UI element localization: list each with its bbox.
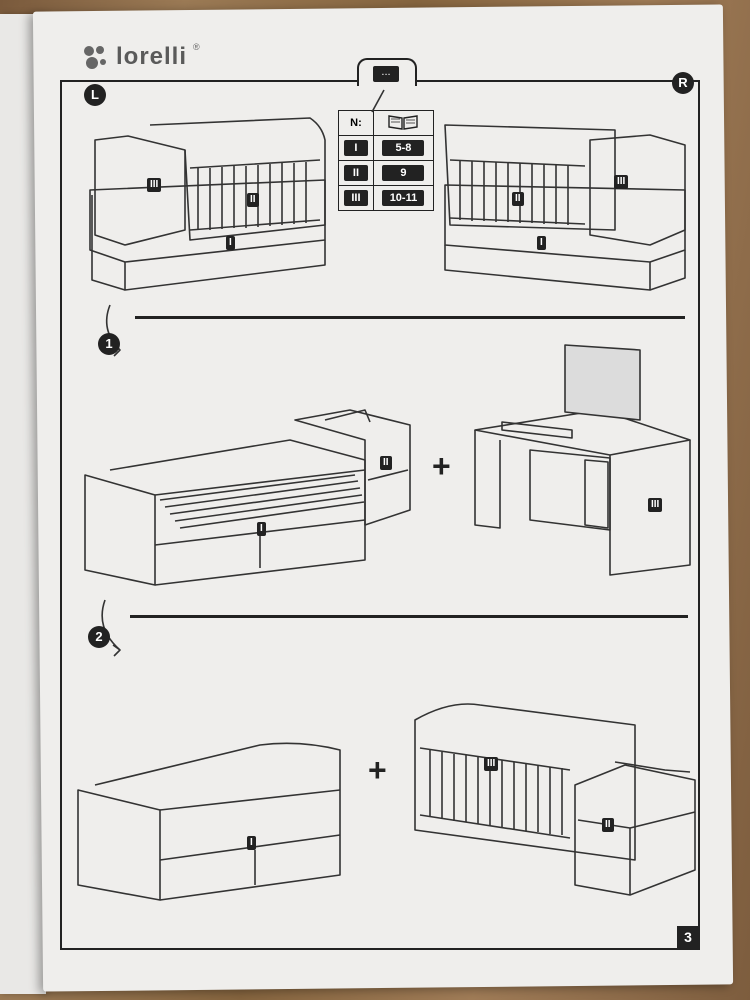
parts-table: N: I 5-8 II 9 III 10-11	[338, 110, 435, 211]
step2-divider	[130, 615, 688, 618]
side-left-badge: L	[84, 84, 106, 106]
step2-badge: 2	[88, 626, 110, 648]
part-label: II	[247, 193, 259, 207]
brand-logo: lorelli ®	[80, 42, 200, 72]
step1-badge: 1	[98, 333, 120, 355]
part-label: II	[602, 818, 614, 832]
plus-sign: +	[432, 448, 451, 484]
cabinet-drawing-step2	[574, 761, 696, 896]
parts-table-part: III	[343, 190, 368, 206]
part-label: III	[484, 757, 499, 771]
plus-sign: +	[368, 752, 387, 788]
combo-crib-right-drawing	[444, 124, 686, 291]
page-number: 3	[677, 926, 699, 948]
bed-drawing-step2	[77, 742, 341, 901]
part-label: I	[226, 236, 235, 250]
cabinet-drawing-step1	[294, 409, 411, 526]
parts-table-part: II	[343, 165, 368, 181]
book-icon	[372, 110, 435, 136]
lorelli-logo-icon	[84, 46, 106, 69]
brand-name: lorelli	[116, 43, 188, 70]
parts-table-head-number: N:	[338, 110, 374, 136]
bed-drawing-step1	[84, 439, 366, 586]
part-label: I	[247, 836, 256, 850]
part-label: II	[512, 192, 524, 206]
registered-mark: ®	[193, 42, 200, 52]
pointer-arrow	[371, 89, 385, 113]
parts-table-pages: 5-8	[382, 140, 425, 156]
parts-table-pages: 9	[382, 165, 425, 181]
step1-divider	[135, 316, 685, 319]
part-label: II	[380, 456, 392, 470]
combo-crib-left-drawing	[89, 117, 326, 291]
part-label: III	[648, 498, 663, 512]
ellipsis-icon: ...	[373, 66, 399, 82]
side-right-badge: R	[672, 72, 694, 94]
part-label: III	[147, 178, 162, 192]
part-label: I	[257, 522, 266, 536]
part-label: III	[614, 175, 629, 189]
parts-table-part: I	[343, 140, 368, 156]
parts-table-pages: 10-11	[382, 190, 425, 206]
crib-drawing-step2	[414, 703, 636, 861]
header-tab: ...	[357, 58, 417, 86]
desk-drawing-step1	[474, 344, 691, 576]
part-label: I	[537, 236, 546, 250]
